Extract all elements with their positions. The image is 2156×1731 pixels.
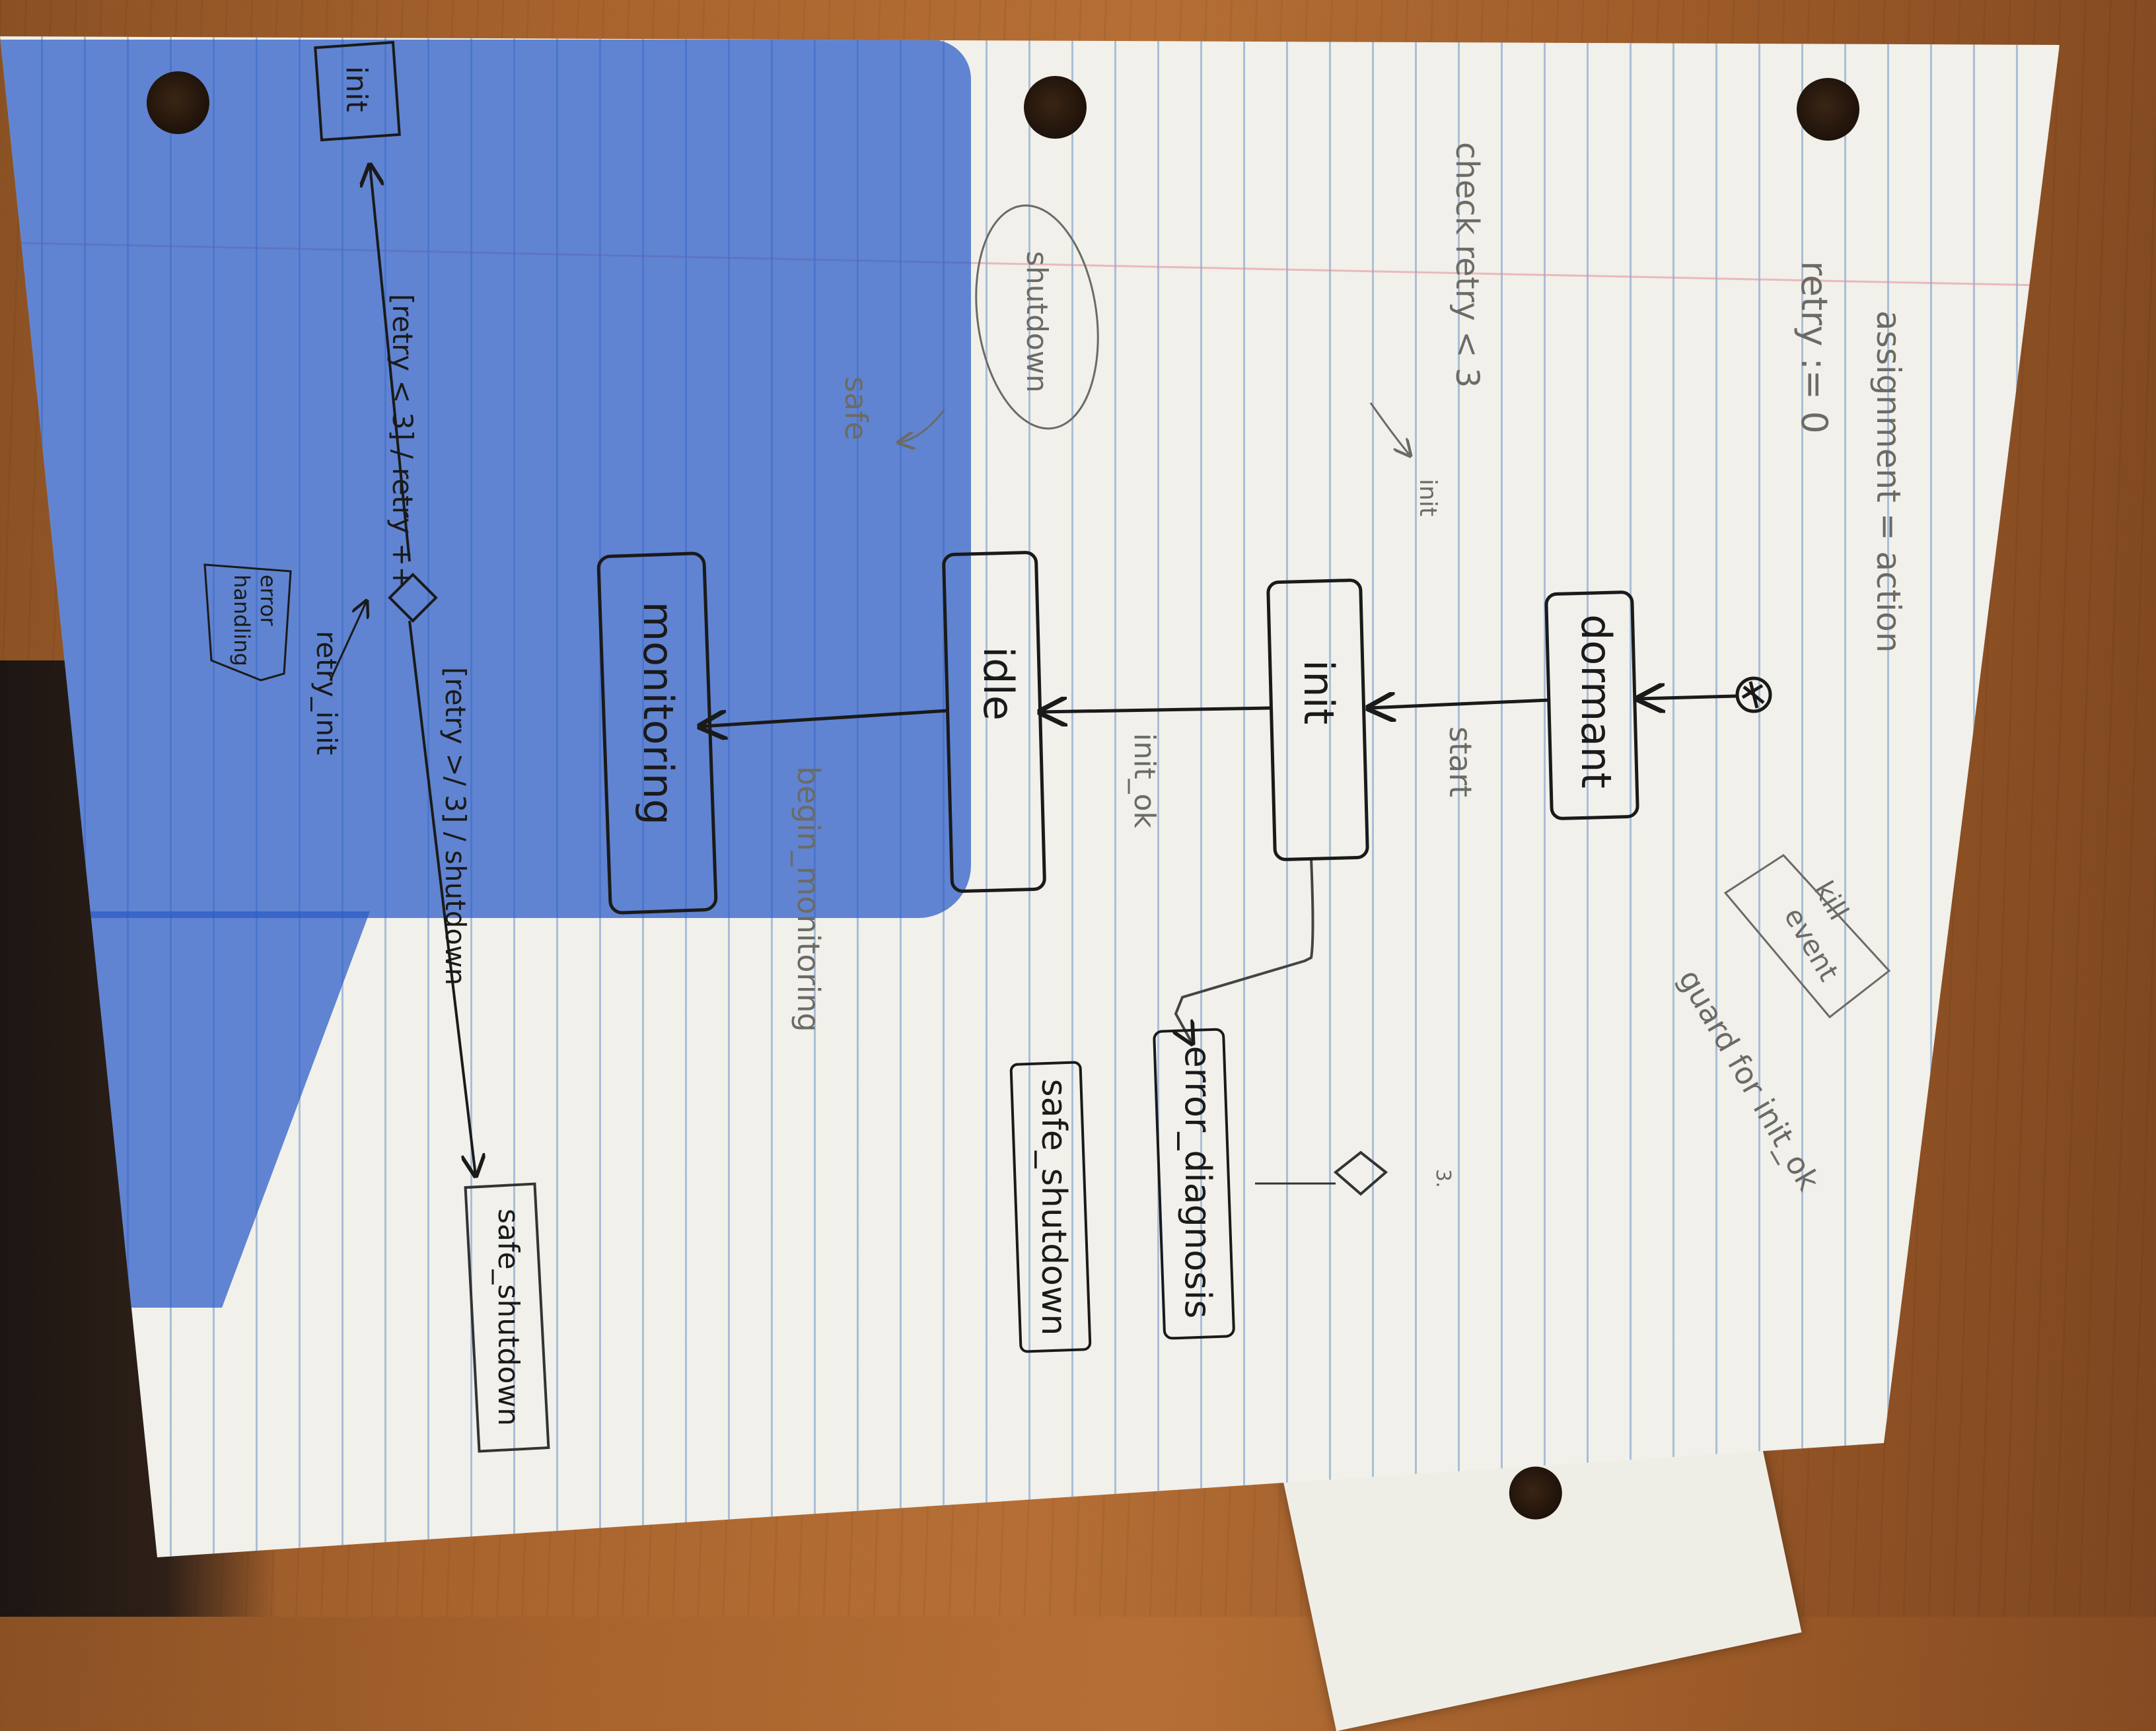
lined-paper-sheet: [0, 36, 2060, 1557]
arrow-retry-init: [329, 601, 367, 681]
arrow-to-safe-shutdown-lower: [408, 620, 476, 1176]
transition-begin-monitoring-label: begin_monitoring: [791, 766, 826, 1032]
state-init-label: init: [1295, 660, 1343, 724]
arrow-init-to-error-diagnosis: [1176, 858, 1314, 1043]
punch-hole-right: [1797, 78, 1859, 141]
note-guard-for-init-ok: guard for init_ok: [1671, 964, 1826, 1197]
punch-hole-left: [147, 71, 209, 134]
arrow-dormant-to-init: [1369, 700, 1550, 708]
state-dormant-label: dormant: [1572, 614, 1620, 789]
state-safe-shutdown-label: safe_shutdown: [1034, 1079, 1073, 1336]
punch-hole-middle: [1024, 76, 1087, 139]
arrow-initial-to-dormant: [1638, 696, 1737, 699]
state-dormant: dormant: [1544, 590, 1639, 820]
note-safe: safe: [838, 376, 874, 441]
state-init: init: [1266, 579, 1369, 861]
state-safe-shutdown-lower: safe_shutdown: [464, 1182, 550, 1453]
state-error-diagnosis: error_diagnosis: [1153, 1028, 1235, 1340]
state-idle: idle: [942, 551, 1046, 893]
note-retry-assign: retry := 0: [1793, 261, 1835, 434]
state-error-diagnosis-label: error_diagnosis: [1177, 1046, 1219, 1319]
note-shutdown-bubble: shutdown: [975, 204, 1099, 430]
transition-retry-lt-3-label: [retry < 3] / retry ++: [386, 294, 419, 590]
state-monitoring-label: monitoring: [634, 602, 682, 825]
arrow-init-to-idle: [1040, 708, 1272, 712]
small-3-label: 3.: [1431, 1169, 1455, 1188]
state-idle-label: idle: [974, 647, 1023, 721]
choice-diamond-retry: [388, 573, 438, 623]
note-init-small: init: [1414, 479, 1441, 516]
arrow-to-init-lower: [370, 165, 411, 562]
state-init-lower: init: [314, 40, 401, 142]
transition-retry-ge-3-label: [retry >/ 3] / shutdown: [439, 667, 472, 985]
note-error-label: error: [256, 575, 281, 626]
blue-shadow: [0, 40, 971, 918]
transition-retry-init-label: retry_init: [310, 631, 343, 755]
note-kill-event: kill event: [1723, 854, 1891, 1019]
state-monitoring: monitoring: [596, 551, 718, 915]
transition-init-ok-label: init_ok: [1128, 733, 1161, 829]
note-safe-arrow: [898, 409, 946, 442]
initial-state: [1735, 676, 1772, 713]
note-shutdown-label: shutdown: [1020, 251, 1054, 393]
note-check-retry-arrow: [1369, 402, 1410, 456]
arrow-idle-to-monitoring: [700, 709, 949, 726]
state-safe-shutdown: safe_shutdown: [1009, 1061, 1092, 1353]
state-safe-shutdown-lower-label: safe_shutdown: [491, 1209, 525, 1426]
note-check-retry: check retry < 3: [1449, 142, 1486, 388]
state-init-lower-label: init: [340, 66, 373, 112]
transition-start-label: start: [1443, 726, 1478, 797]
state-diagram: dormant init idle monitoring error_diagn…: [203, 40, 1908, 1453]
note-handling-label: handling: [229, 575, 254, 666]
choice-diamond-small: 3.: [1255, 1150, 1455, 1196]
note-assignment-action: assignment = action: [1869, 310, 1908, 653]
note-error-handling: error handling: [203, 563, 292, 682]
